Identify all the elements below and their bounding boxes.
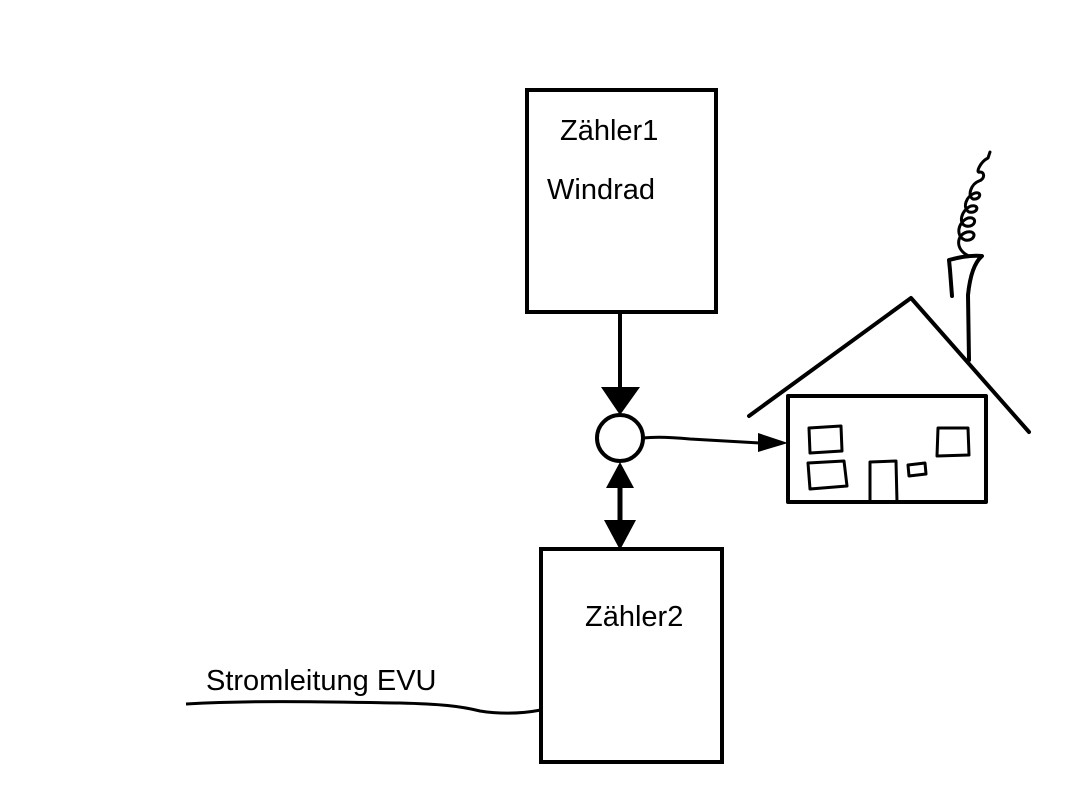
chimney-smoke [957,150,992,258]
house-window-1 [807,424,844,455]
meter2-connector [604,462,636,550]
meter2-box: Zähler2 [539,547,724,764]
meter1-box: Zähler1 Windrad [525,88,718,314]
arrowhead-down-bottom [604,520,636,550]
meter1-subtitle: Windrad [547,174,655,206]
grid-line: Stromleitung EVU [185,665,542,715]
meter1-connector [601,312,640,415]
grid-line-label: Stromleitung EVU [206,665,437,697]
house-window-small [906,461,928,478]
house-icon [747,150,1031,504]
arrowhead-up [606,462,634,488]
junction-node [595,413,645,463]
house-chimney [947,253,984,362]
meter1-title: Zähler1 [560,115,658,147]
house-window-3 [935,426,971,458]
house-window-2 [806,459,849,491]
house-roof [747,296,1031,434]
house-walls [786,394,988,504]
arrowhead-right [758,433,788,452]
meter2-title: Zähler2 [585,601,683,633]
house-door [868,459,899,504]
arrowhead-down [601,387,640,415]
house-connector [642,433,788,452]
